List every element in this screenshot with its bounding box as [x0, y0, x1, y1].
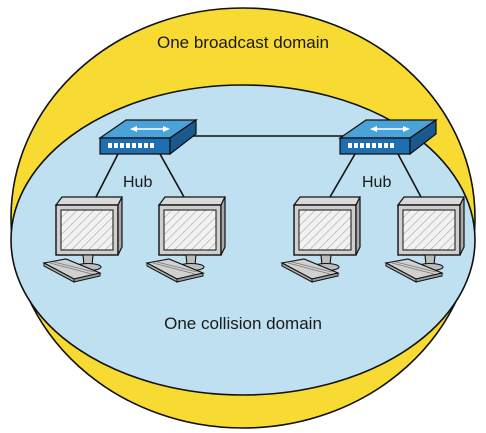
link-hub-right-pc4 [397, 153, 422, 198]
collision-domain-label: One collision domain [164, 314, 322, 333]
hub-right-label: Hub [362, 174, 392, 191]
hub-left-label: Hub [123, 174, 153, 191]
link-hub-left-pc2 [159, 153, 185, 198]
collision-domain-ellipse [10, 84, 476, 396]
link-hub-right-pc3 [329, 153, 356, 198]
link-hub-left-pc1 [95, 153, 119, 198]
broadcast-domain-label: One broadcast domain [157, 33, 329, 52]
